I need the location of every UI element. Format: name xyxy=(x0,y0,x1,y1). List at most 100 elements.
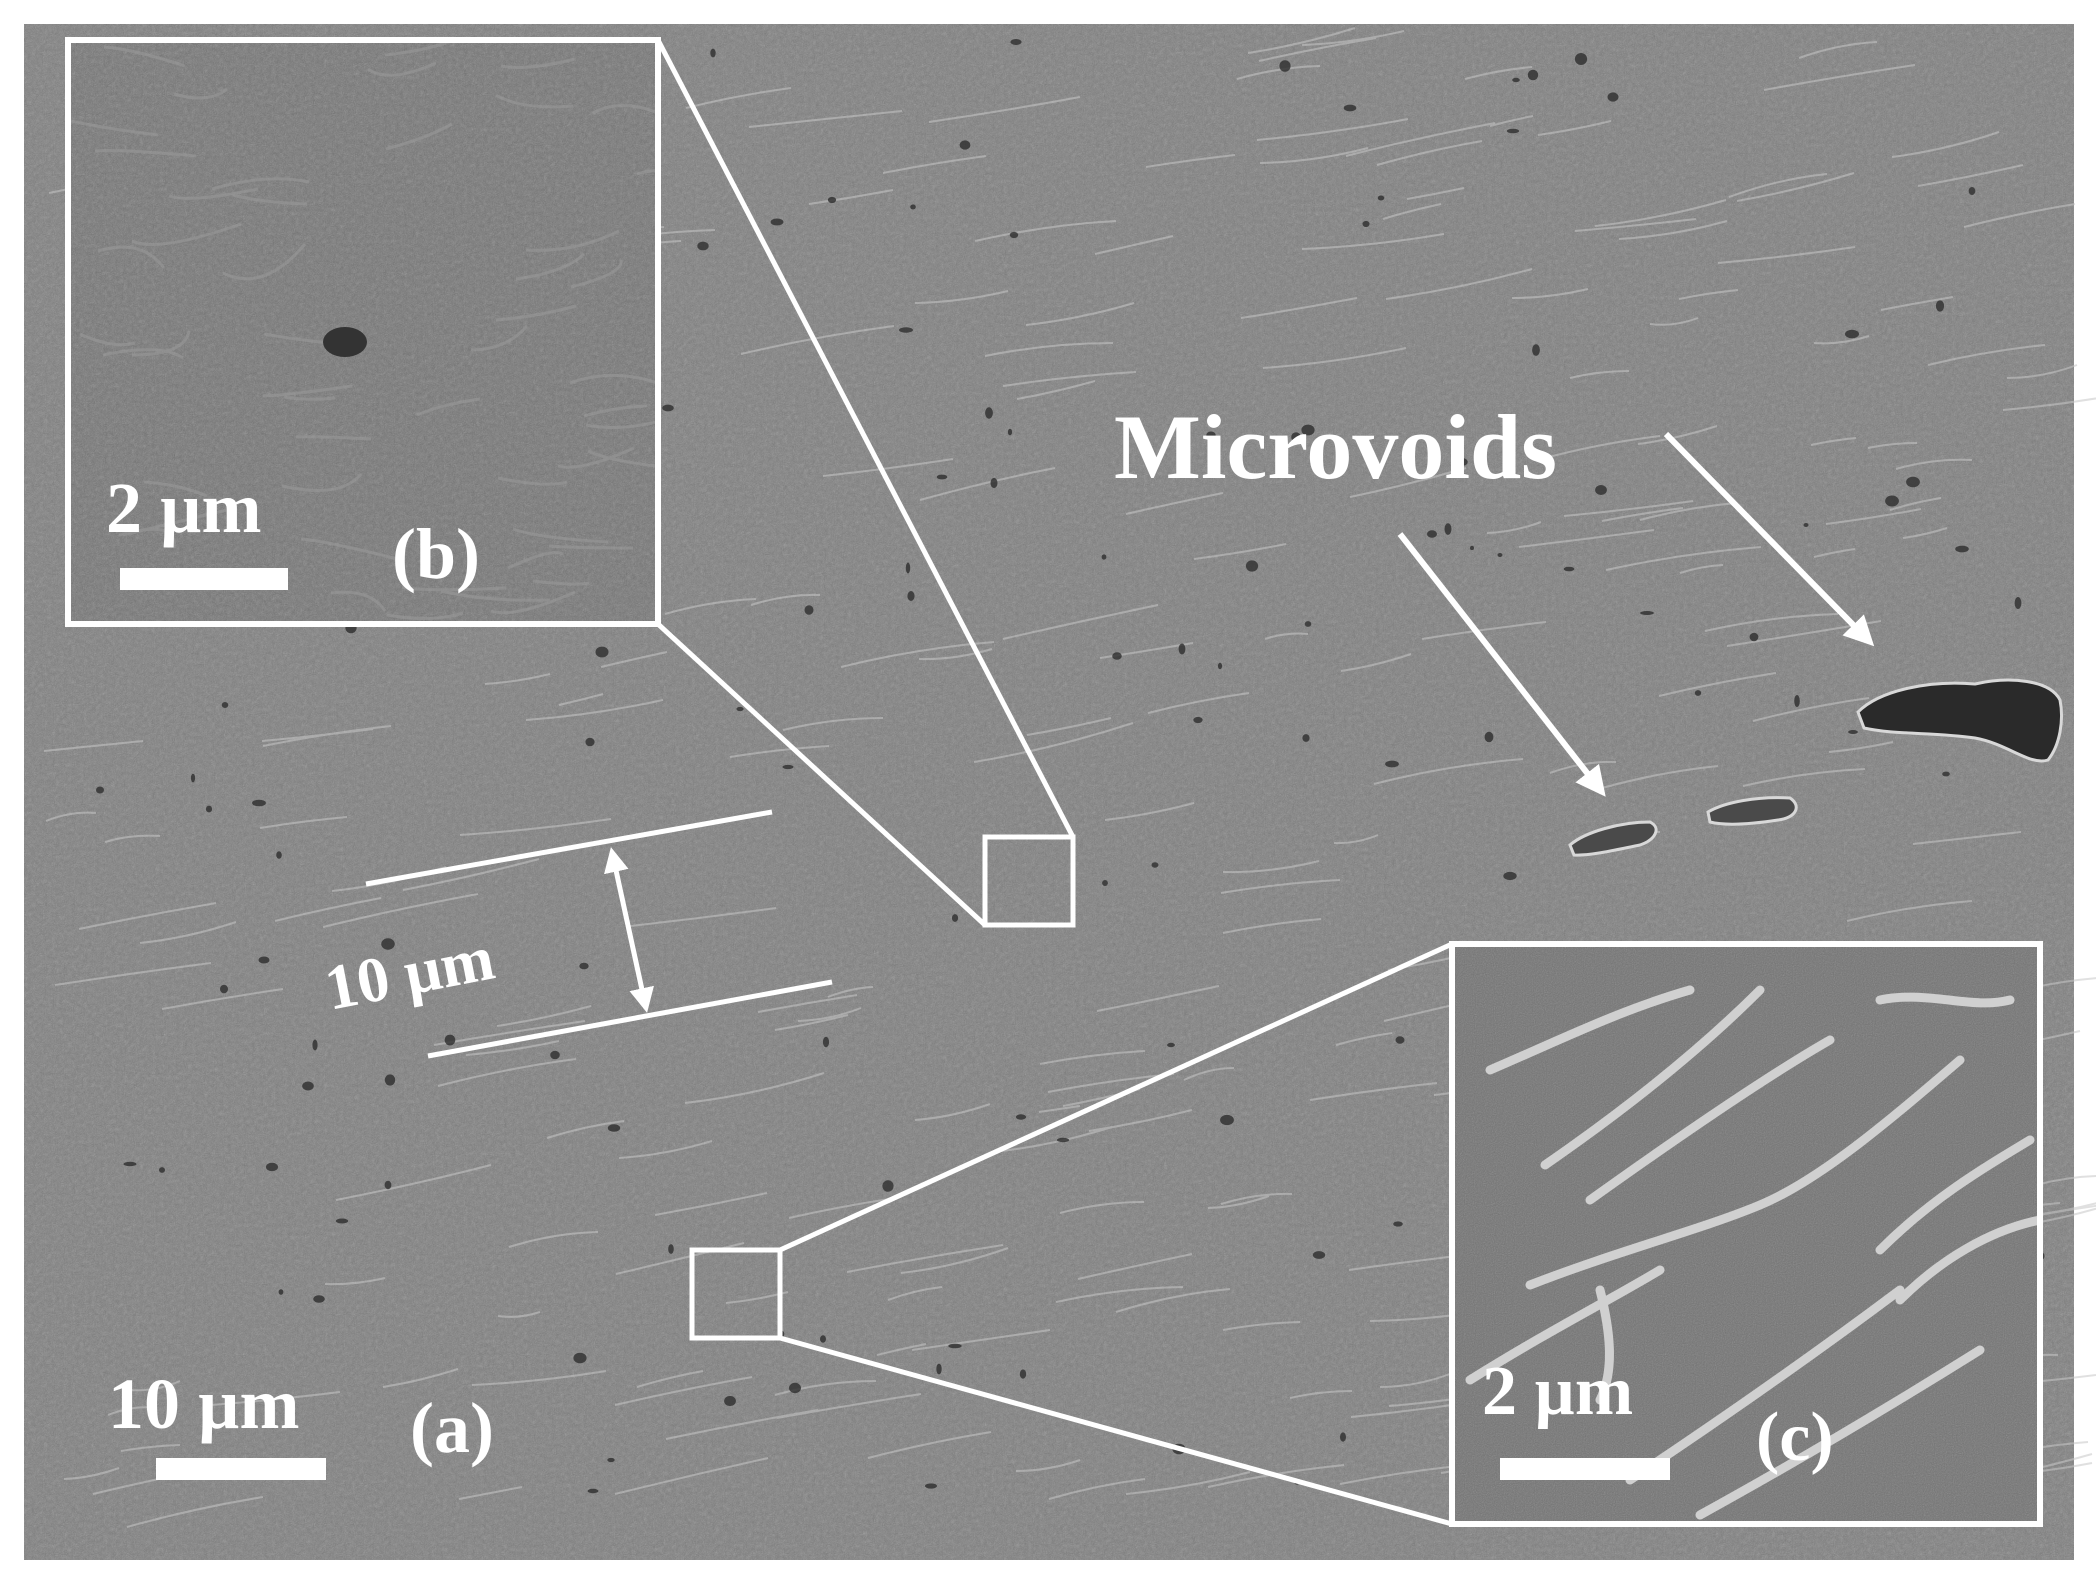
microvoid-large xyxy=(1856,678,2063,763)
microstructure-streak xyxy=(458,1486,523,1500)
microstructure-streak xyxy=(1301,233,1445,250)
inset-b-streak xyxy=(262,384,353,398)
microstructure-streak xyxy=(757,994,858,1013)
microstructure-streak xyxy=(1373,758,1524,785)
microstructure-streak xyxy=(684,1072,825,1104)
microstructure-streak xyxy=(471,1370,607,1386)
microstructure-streak xyxy=(1382,203,1442,220)
microstructure-streak xyxy=(129,1380,181,1392)
microstructure-streak xyxy=(1301,30,1405,46)
microstructure-streak xyxy=(2002,397,2096,411)
dark-pit xyxy=(1532,344,1540,356)
dark-pit xyxy=(1178,643,1186,655)
dark-pit xyxy=(1427,530,1437,538)
dark-pit xyxy=(668,1244,674,1254)
microstructure-streak xyxy=(1289,1390,1353,1399)
microvoid-small-2 xyxy=(1706,796,1798,826)
microstructure-streak xyxy=(1115,1288,1231,1313)
dark-pit xyxy=(252,799,266,807)
microstructure-streak xyxy=(1798,41,1878,59)
inset-b-streak xyxy=(367,61,437,77)
dark-pit xyxy=(1220,1114,1234,1126)
dark-pit xyxy=(258,956,270,964)
inset-b-streak xyxy=(143,480,208,498)
microstructure-streak xyxy=(1912,831,2022,845)
microstructure-streak xyxy=(1077,1253,1193,1280)
microstructure-streak xyxy=(402,858,540,891)
microstructure-streak xyxy=(1464,66,1533,80)
measurement-line-bottom xyxy=(427,979,833,1059)
microstructure-streak xyxy=(1147,692,1250,714)
inset-b-streak xyxy=(131,330,191,357)
microstructure-streak xyxy=(1704,613,1839,632)
microvoid-features xyxy=(1568,678,2063,857)
microstructure-streak xyxy=(459,818,612,836)
microstructure-streak xyxy=(1183,1067,1235,1081)
microstructure-streak xyxy=(335,1164,492,1201)
microstructure-streak xyxy=(1262,347,1407,369)
dark-pit xyxy=(1595,485,1607,495)
inset-b-streak xyxy=(102,348,184,360)
microstructure-streak xyxy=(107,1406,158,1416)
zoom-indicators xyxy=(655,38,1454,1527)
microstructure-streak xyxy=(1104,802,1195,821)
microstructure-streak xyxy=(1717,246,1856,264)
microstructure-streak xyxy=(496,1005,592,1027)
microstructure-streak xyxy=(918,648,993,661)
dark-pit xyxy=(1102,880,1108,886)
microstructure-streak xyxy=(1511,288,1589,299)
dark-pit xyxy=(1794,695,1800,707)
microstructure-streak xyxy=(725,1291,789,1304)
microstructure-streak xyxy=(1639,502,1738,521)
dark-pit xyxy=(1527,69,1539,81)
inset-b-streak xyxy=(173,87,228,100)
measurement-arrow xyxy=(604,847,654,1013)
microstructure-streak xyxy=(1880,296,1954,311)
dark-pit xyxy=(907,591,915,601)
microstructure-streak xyxy=(1736,172,1855,202)
inset-b-streak xyxy=(490,590,576,615)
dark-pit xyxy=(276,851,282,859)
microstructure-streak xyxy=(45,811,97,822)
microstructure-streak xyxy=(1240,297,1358,319)
microstructure-streak xyxy=(1963,203,2076,228)
inset-b-streak xyxy=(295,435,372,441)
microstructure-streak xyxy=(1752,697,1870,722)
microstructure-streak xyxy=(664,598,757,615)
dark-pit xyxy=(959,140,971,150)
microvoids-label: Microvoids xyxy=(1114,396,1557,498)
microstructure-streak xyxy=(1038,1105,1081,1113)
microstructure-streak xyxy=(1048,1478,1146,1500)
inset-b-streak xyxy=(587,449,658,468)
microstructure-streak xyxy=(104,834,161,843)
microstructure-streak xyxy=(729,745,830,758)
microstructure-streak xyxy=(782,717,884,731)
microstructure-streak xyxy=(1125,1471,1251,1495)
microstructure-streak xyxy=(261,728,374,742)
scale-bar-b-label: 2 µm xyxy=(106,468,261,548)
microstructure-streak xyxy=(1637,425,1718,445)
dark-pit xyxy=(123,1161,137,1167)
dark-pit xyxy=(697,241,709,251)
panel-label-c: (c) xyxy=(1756,1399,1834,1476)
microstructure-streak xyxy=(1385,268,1533,300)
inset-b-streak xyxy=(384,40,458,57)
inset-b-streak xyxy=(385,122,453,151)
microstructure-streak xyxy=(748,110,903,128)
microstructure-streak xyxy=(974,220,1117,242)
inset-b-streak xyxy=(495,304,577,322)
microstructure-streak xyxy=(1421,621,1547,640)
microstructure-streak xyxy=(437,1058,577,1087)
microstructure-streak xyxy=(2035,1175,2096,1186)
microstructure-streak xyxy=(1825,508,1922,525)
dark-pit xyxy=(190,773,196,783)
dark-pit xyxy=(1942,771,1950,777)
dark-pit xyxy=(585,737,595,747)
microstructure-streak xyxy=(1917,164,2024,187)
microstructure-streak xyxy=(1902,527,1948,539)
dark-pit xyxy=(1563,566,1575,572)
microstructure-streak xyxy=(558,693,604,706)
microstructure-streak xyxy=(78,902,217,930)
dark-pit xyxy=(710,48,716,58)
microstructure-streak xyxy=(822,458,954,477)
